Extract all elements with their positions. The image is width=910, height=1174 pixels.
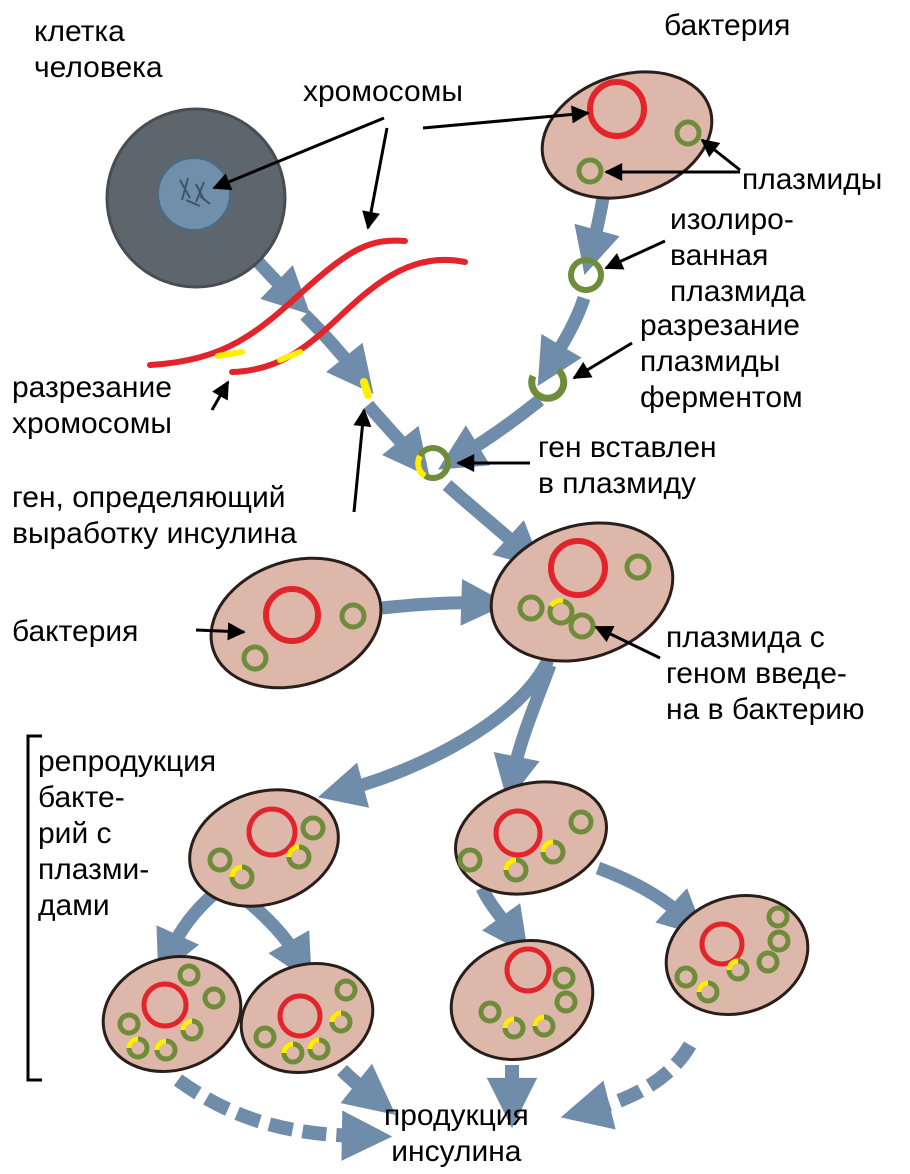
- bacterium-gen1-right: [442, 765, 620, 911]
- label-chromosome-cut: разрезание хромосомы: [12, 370, 172, 442]
- label-chromosomes: хромосомы: [303, 74, 463, 110]
- label-line: плазмиды: [640, 344, 803, 380]
- pointer-cut-plasmid: [574, 343, 632, 378]
- label-line: плазми-: [38, 852, 216, 888]
- label-gene-inserted: ген вставлен в плазмиду: [538, 430, 717, 502]
- label-line: клетка: [34, 14, 163, 50]
- chromosome-1-gene-segment: [218, 352, 242, 356]
- label-line: изолиро-: [670, 202, 805, 238]
- label-line: ванная: [670, 238, 805, 274]
- label-line: выработку инсулина: [12, 516, 297, 552]
- label-line: плазмида: [670, 274, 805, 310]
- label-bacterium-mid: бактерия: [12, 614, 138, 650]
- label-line: ген, определяющий: [12, 480, 297, 516]
- excised-insulin-gene: [364, 382, 368, 395]
- pointer-chromosome-cut: [212, 382, 228, 410]
- cell-nucleus: [158, 158, 230, 230]
- recombinant-plasmid: [418, 448, 448, 478]
- arrow-isolated-to-cut: [552, 298, 584, 362]
- isolated-plasmid: [571, 260, 601, 290]
- label-line: дами: [38, 888, 216, 924]
- pointer-isolated-plasmid: [606, 241, 665, 268]
- label-plasmids: плазмиды: [742, 162, 882, 198]
- bacterium-mid-left: [194, 537, 398, 709]
- label-plasmid-cut: разрезание плазмиды ферментом: [640, 308, 803, 416]
- pointer-plasmids-1: [702, 140, 740, 170]
- bacterium-gen2-c: [436, 923, 609, 1078]
- bacterium-gen2-b: [227, 947, 387, 1089]
- label-line: бакте-: [38, 780, 216, 816]
- label-line: ген вставлен: [538, 430, 717, 466]
- pointer-insulin-gene: [354, 410, 364, 512]
- label-line: ферментом: [640, 380, 803, 416]
- arrow-ll-to-insulin: [178, 1080, 362, 1136]
- label-bacterium-top: бактерия: [664, 8, 790, 44]
- arrow-gene-to-plasmid: [368, 405, 412, 455]
- pointer-bacterium-mid: [196, 630, 244, 632]
- arrow-recombinant-to-bacterium: [447, 485, 522, 550]
- label-line: продукция: [384, 1098, 529, 1134]
- arrow-rr-to-insulin: [590, 1045, 690, 1110]
- label-plasmid-introduced: плазмида с геном введе- на в бактерию: [666, 620, 865, 728]
- arrow-bacterium-to-bacterium: [382, 603, 480, 608]
- label-reproduction: репродукция бакте- рий с плазми- дами: [38, 744, 216, 924]
- cut-plasmid: [532, 370, 564, 398]
- arrow-bacterium-to-isolated: [592, 198, 603, 248]
- pointer-chromosomes-to-strand: [368, 128, 387, 228]
- chromosome-2-gene-segment: [280, 352, 300, 360]
- label-human-cell: клетка человека: [34, 14, 163, 86]
- label-insulin-production: продукция инсулина: [384, 1098, 529, 1170]
- label-line: геном введе-: [666, 656, 865, 692]
- label-isolated-plasmid: изолиро- ванная плазмида: [670, 202, 805, 310]
- label-line: инсулина: [384, 1134, 529, 1170]
- label-line: плазмида с: [666, 620, 865, 656]
- arrow-right-to-rr: [598, 868, 685, 918]
- label-line: разрезание: [640, 308, 803, 344]
- human-cell: [107, 109, 285, 287]
- label-line: человека: [34, 50, 163, 86]
- label-line: хромосомы: [12, 406, 172, 442]
- bacterium-gen2-a: [88, 939, 256, 1089]
- bacterium-top: [526, 51, 729, 219]
- label-insulin-gene: ген, определяющий выработку инсулина: [12, 480, 297, 552]
- label-line: разрезание: [12, 370, 172, 406]
- label-line: в плазмиду: [538, 466, 717, 502]
- bacterium-gen2-d: [651, 878, 824, 1033]
- label-line: рий с: [38, 816, 216, 852]
- label-line: на в бактерию: [666, 692, 865, 728]
- arrow-cut-to-recombinant: [462, 400, 540, 455]
- arrow-lr-to-insulin: [342, 1070, 372, 1096]
- label-line: репродукция: [38, 744, 216, 780]
